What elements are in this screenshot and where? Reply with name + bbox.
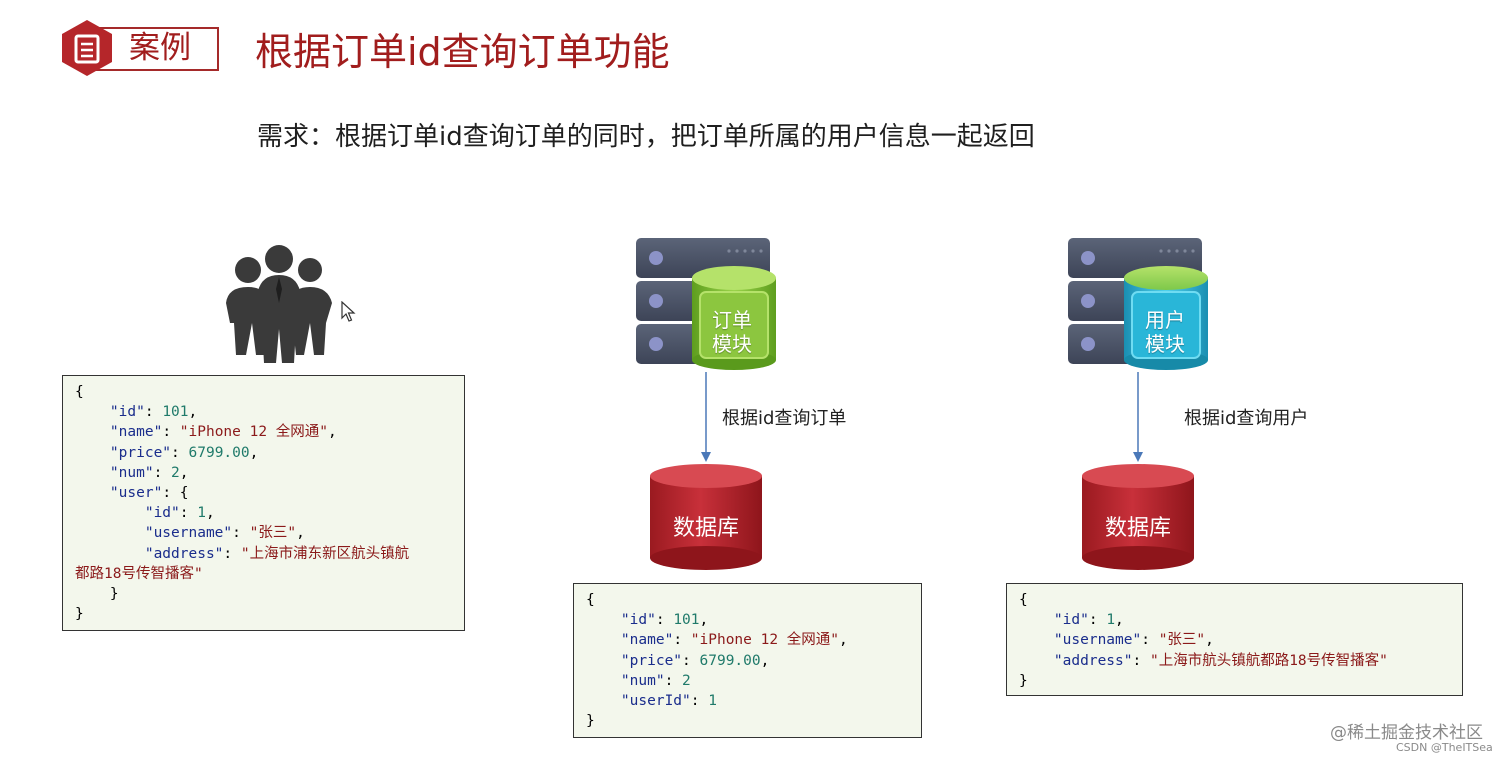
order-database-icon [650, 464, 762, 570]
order-arrow-head [701, 452, 711, 462]
case-badge: 案例 [57, 18, 219, 78]
json-user-result: { "id": 1, "username": "张三", "address": … [1006, 583, 1463, 696]
json-full-address-2: 都路18号传智播客" [75, 565, 203, 582]
json-order-userid: 1 [708, 693, 717, 710]
json-order-price: 6799.00 [699, 652, 761, 669]
json-order-result: { "id": 101, "name": "iPhone 12 全网通", "p… [573, 583, 922, 738]
user-database-label: 数据库 [1104, 516, 1171, 541]
badge-label: 案例 [129, 30, 191, 66]
json-order-num: 2 [682, 672, 691, 689]
json-user-address: "上海市航头镇航都路18号传智播客" [1149, 652, 1388, 669]
user-database-icon [1082, 464, 1194, 570]
json-full-username: "张三" [249, 525, 297, 542]
json-full-name: "iPhone 12 全网通" [179, 424, 329, 441]
requirement-text: 需求：根据订单id查询订单的同时，把订单所属的用户信息一起返回 [257, 122, 1035, 152]
user-query-label: 根据id查询用户 [1184, 408, 1309, 429]
json-full-address-1: "上海市浦东新区航头镇航 [240, 545, 410, 562]
order-database-label: 数据库 [672, 516, 739, 541]
user-module-line2: 模块 [1145, 332, 1185, 356]
json-full-id: 101 [162, 404, 189, 421]
user-server-icon [1068, 238, 1208, 370]
user-module-label: 用户 模块 [1135, 308, 1195, 356]
document-icon [62, 20, 112, 76]
user-module-line1: 用户 [1145, 308, 1185, 332]
mouse-cursor-icon [341, 301, 356, 322]
json-full-num: 2 [171, 464, 180, 481]
json-order-id: 101 [673, 612, 700, 629]
watermark-juejin: @稀土掘金技术社区 [1330, 723, 1483, 743]
json-order-name: "iPhone 12 全网通" [690, 632, 840, 649]
order-module-line1: 订单 [712, 308, 752, 332]
watermark-csdn: CSDN @TheITSea [1396, 741, 1493, 754]
page-title: 根据订单id查询订单功能 [255, 30, 670, 74]
json-user-username: "张三" [1158, 632, 1206, 649]
json-full-price: 6799.00 [188, 444, 250, 461]
order-module-label: 订单 模块 [702, 308, 762, 356]
user-arrow-head [1133, 452, 1143, 462]
json-user-id: 1 [1106, 612, 1116, 629]
order-module-line2: 模块 [712, 332, 752, 356]
json-full-result: { "id": 101, "name": "iPhone 12 全网通", "p… [62, 375, 465, 631]
users-group-icon [226, 245, 332, 363]
order-server-icon [636, 238, 776, 370]
order-query-label: 根据id查询订单 [722, 408, 847, 429]
json-full-user-id: 1 [197, 505, 206, 522]
